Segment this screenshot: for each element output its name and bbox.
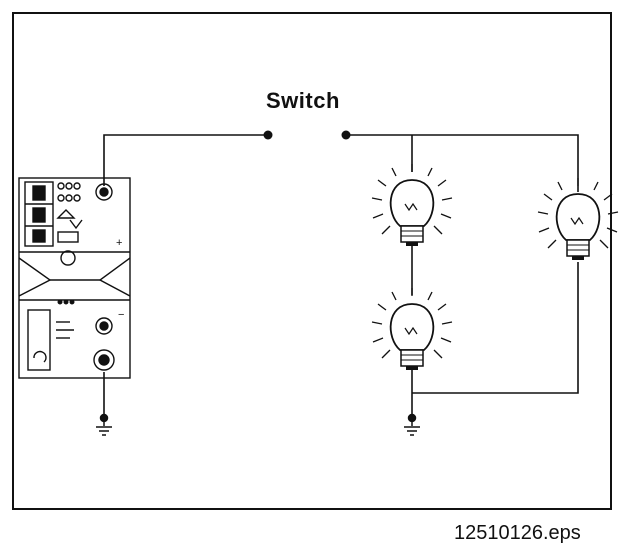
switch-label: Switch — [266, 88, 340, 113]
light-bulb-icon — [371, 164, 453, 246]
light-bulb-icon — [371, 288, 453, 370]
svg-text:−: − — [118, 309, 124, 321]
svg-text:+: + — [116, 237, 122, 249]
ground-icon — [96, 413, 112, 436]
diagram-frame — [12, 12, 612, 510]
ground-icon — [404, 413, 420, 436]
battery-icon: + − — [18, 177, 131, 379]
switch-symbol — [263, 130, 351, 140]
file-name-label: 12510126.eps — [454, 522, 581, 544]
light-bulb-icon — [537, 178, 619, 260]
circuit-wires — [103, 134, 579, 418]
